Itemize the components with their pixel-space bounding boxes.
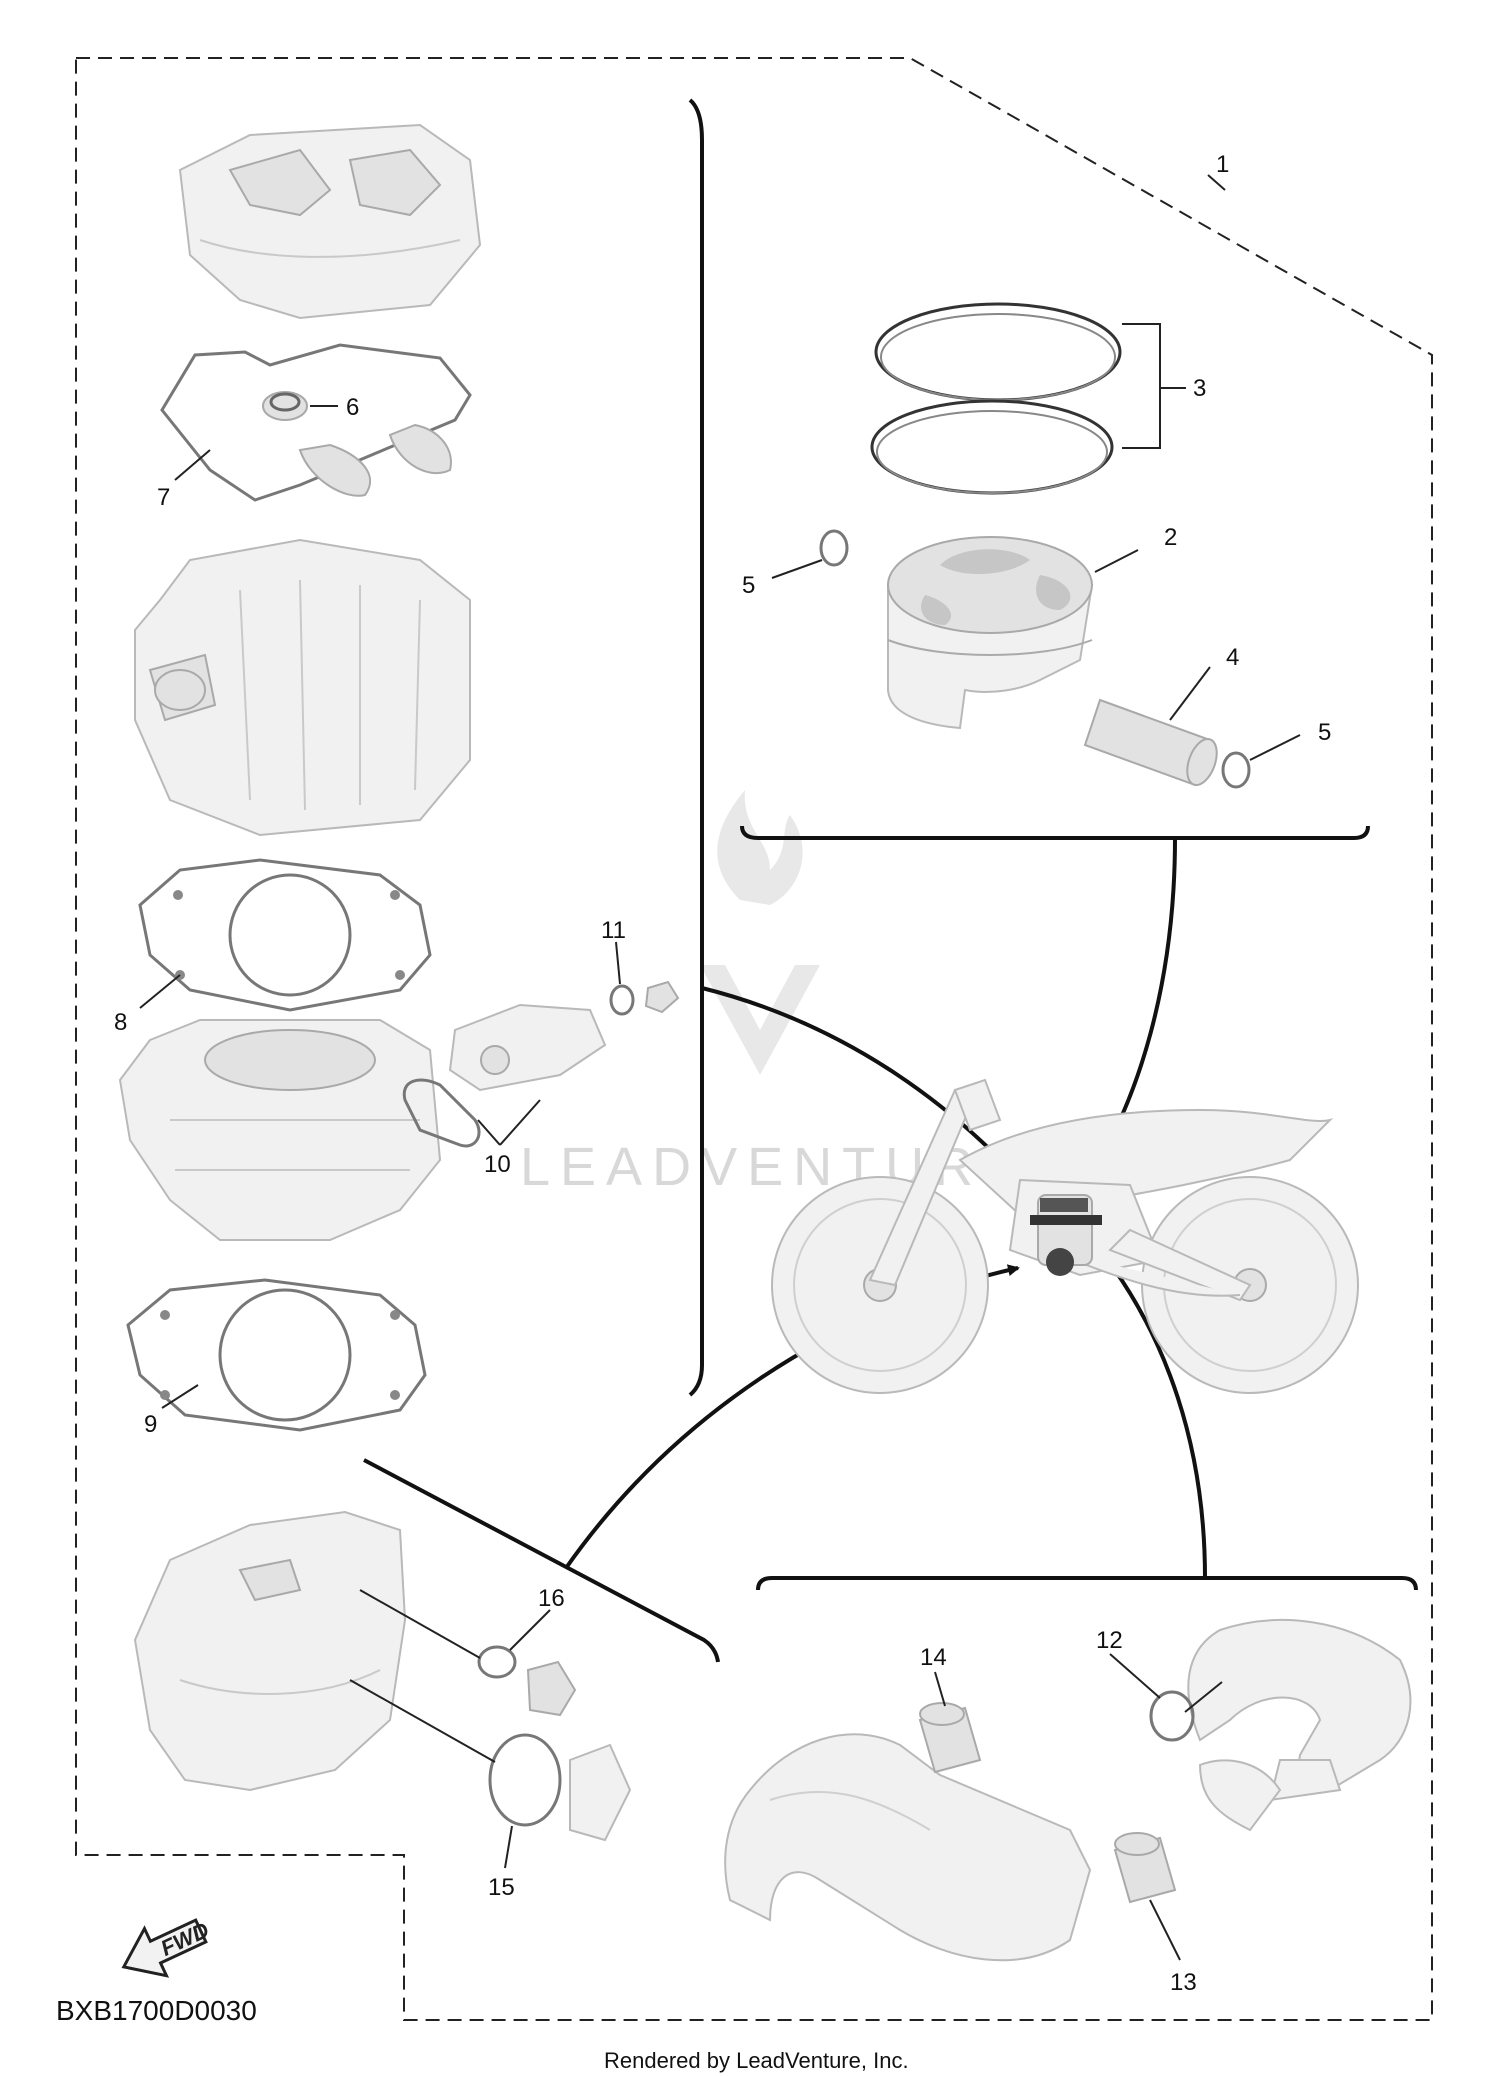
exhaust-pipe-front-illustration bbox=[724, 1733, 1092, 1962]
leader-16 bbox=[359, 1589, 551, 1659]
diagram-code: BXB1700D0030 bbox=[56, 1995, 257, 2026]
callout-7: 7 bbox=[157, 484, 170, 511]
pipe-group-bracket bbox=[756, 1576, 1418, 1591]
callout-13: 13 bbox=[1170, 1969, 1197, 1996]
piston-group-bracket bbox=[740, 825, 1370, 840]
leader-15 bbox=[349, 1679, 513, 1869]
engine-group-bracket bbox=[688, 98, 704, 1397]
callout-6: 6 bbox=[346, 394, 359, 421]
callout-1: 1 bbox=[1216, 151, 1229, 178]
cylinder-illustration bbox=[118, 1019, 442, 1241]
callout-5-right: 5 bbox=[1318, 719, 1331, 746]
callout-4: 4 bbox=[1226, 644, 1239, 671]
head-cover-gasket-part-7 bbox=[160, 343, 472, 502]
leader-14 bbox=[934, 1671, 946, 1707]
cylinder-head-illustration bbox=[178, 123, 482, 320]
exhaust-pipe-rear-illustration bbox=[1187, 1619, 1412, 1832]
watermark-logo bbox=[700, 790, 820, 1075]
callout-10: 10 bbox=[484, 1151, 511, 1178]
callout-2: 2 bbox=[1164, 524, 1177, 551]
callout-12: 12 bbox=[1096, 1627, 1123, 1654]
callout-14: 14 bbox=[920, 1644, 947, 1671]
piston-pin-part-4 bbox=[1083, 698, 1218, 787]
callout-9: 9 bbox=[144, 1411, 157, 1438]
exhaust-sleeve-part-13 bbox=[1113, 1832, 1177, 1904]
leader-13 bbox=[1149, 1899, 1181, 1961]
exhaust-sleeve-part-14 bbox=[918, 1702, 982, 1774]
callout-3: 3 bbox=[1193, 375, 1206, 402]
oil-seal-part-6 bbox=[262, 391, 308, 421]
callout-16: 16 bbox=[538, 1585, 565, 1612]
leader-12 bbox=[1109, 1653, 1223, 1713]
waterpump-cover-illustration bbox=[133, 1510, 407, 1792]
gasket-part-12 bbox=[1149, 1690, 1195, 1742]
callout-15: 15 bbox=[488, 1874, 515, 1901]
leader-5b bbox=[1249, 734, 1301, 761]
leader-9 bbox=[161, 1384, 199, 1409]
leader-3 bbox=[1122, 323, 1186, 449]
cylinder-head-gasket-part-8 bbox=[138, 858, 432, 1012]
tensioner-gasket-part-10 bbox=[402, 1003, 607, 1148]
motorcycle-illustration bbox=[771, 1078, 1359, 1394]
cylinder-head-body-illustration bbox=[134, 538, 471, 837]
leader-2 bbox=[1094, 549, 1139, 573]
piston-rings-part-3 bbox=[870, 302, 1122, 495]
circlip-part-5-left bbox=[819, 529, 849, 567]
waterpump-group-bracket bbox=[363, 1458, 720, 1663]
rendered-by-credit: Rendered by LeadVenture, Inc. bbox=[604, 2048, 909, 2073]
circlip-part-5-right bbox=[1221, 751, 1251, 789]
callout-11: 11 bbox=[601, 917, 626, 944]
o-ring-part-15 bbox=[488, 1733, 632, 1842]
piston-part-2 bbox=[887, 536, 1094, 730]
leader-7 bbox=[174, 449, 211, 481]
callout-5-left: 5 bbox=[742, 572, 755, 599]
leader-5a bbox=[771, 559, 823, 579]
leader-11 bbox=[615, 941, 621, 985]
leader-4 bbox=[1169, 666, 1211, 721]
fwd-arrow-icon: FWD bbox=[121, 1917, 213, 1978]
leader-1 bbox=[1207, 174, 1226, 191]
callout-8: 8 bbox=[114, 1009, 127, 1036]
o-ring-part-11 bbox=[609, 980, 680, 1016]
leader-8 bbox=[139, 974, 181, 1009]
o-ring-part-16 bbox=[477, 1645, 577, 1717]
cylinder-gasket-part-9 bbox=[126, 1278, 427, 1432]
leader-10 bbox=[477, 1099, 541, 1146]
kit-boundary bbox=[75, 57, 1433, 2021]
